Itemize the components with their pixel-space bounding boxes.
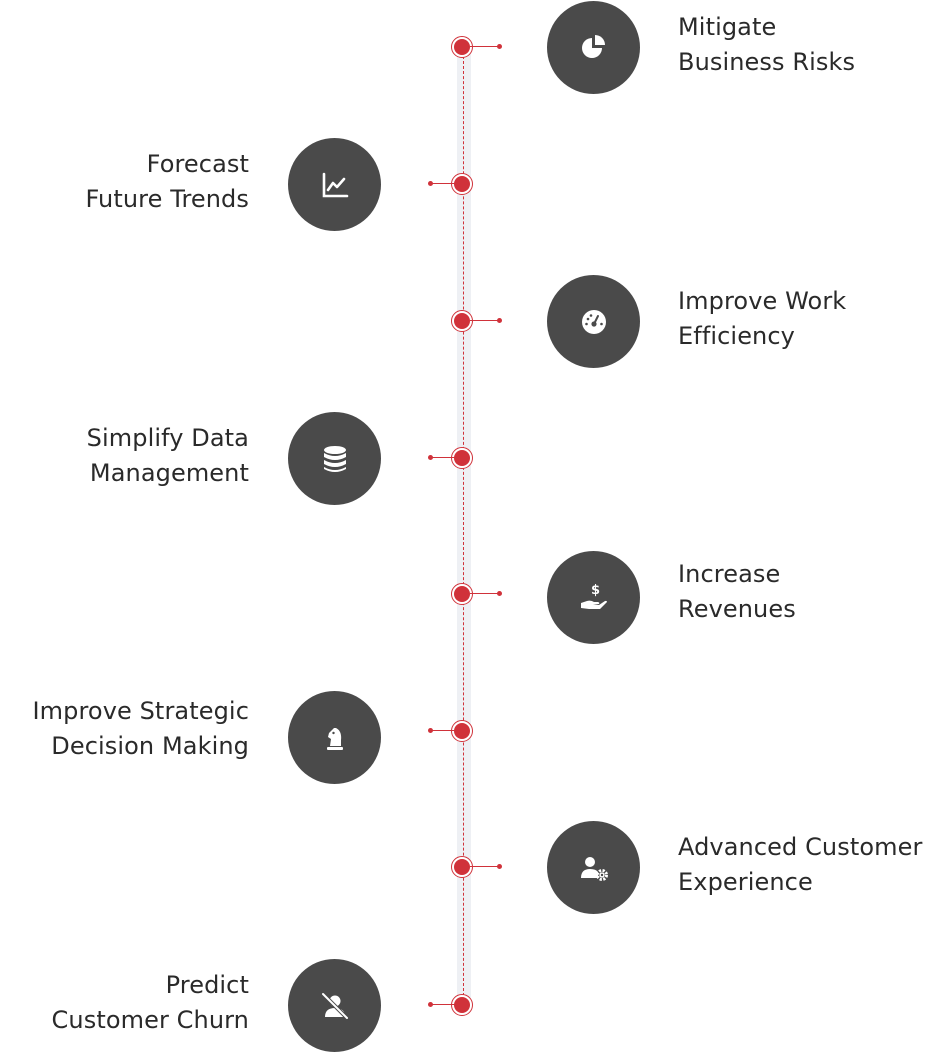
timeline-connector bbox=[470, 591, 502, 596]
chess-knight-icon-badge bbox=[288, 691, 381, 784]
label-line-1: Forecast bbox=[146, 150, 249, 178]
line-chart-icon-badge bbox=[288, 138, 381, 231]
timeline-node bbox=[451, 720, 473, 742]
database-icon bbox=[323, 445, 346, 472]
timeline-label: Advanced Customer Experience bbox=[678, 830, 922, 900]
label-line-2: Customer Churn bbox=[51, 1006, 249, 1034]
timeline-item-forecast-trends: Forecast Future Trends bbox=[0, 135, 949, 235]
timeline-item-data-management: Simplify Data Management bbox=[0, 409, 949, 509]
label-line-2: Experience bbox=[678, 868, 813, 896]
timeline-node bbox=[451, 36, 473, 58]
timeline-node bbox=[451, 310, 473, 332]
label-line-1: Predict bbox=[165, 971, 249, 999]
timeline-spine bbox=[457, 46, 471, 1006]
speedometer-icon-badge bbox=[547, 275, 640, 368]
label-line-1: Mitigate bbox=[678, 13, 777, 41]
label-line-2: Revenues bbox=[678, 595, 796, 623]
timeline-label: Mitigate Business Risks bbox=[678, 10, 855, 80]
timeline-dashed-line bbox=[463, 46, 464, 1006]
pie-chart-icon-badge bbox=[547, 1, 640, 94]
timeline-label: Predict Customer Churn bbox=[52, 968, 249, 1038]
timeline-item-customer-experience: Advanced Customer Experience bbox=[0, 818, 949, 918]
timeline-node bbox=[451, 994, 473, 1016]
money-hand-icon: $ bbox=[580, 583, 607, 609]
timeline-label: Increase Revenues bbox=[678, 557, 796, 627]
timeline-connector bbox=[470, 318, 502, 323]
user-slash-icon-badge bbox=[288, 959, 381, 1052]
label-line-1: Improve Strategic bbox=[32, 697, 249, 725]
label-line-1: Advanced Customer bbox=[678, 833, 923, 861]
timeline-node bbox=[451, 447, 473, 469]
timeline-label: Improve Work Efficiency bbox=[678, 284, 846, 354]
timeline-node bbox=[451, 856, 473, 878]
label-line-2: Management bbox=[89, 459, 249, 487]
timeline-item-mitigate-risks: Mitigate Business Risks bbox=[0, 0, 949, 98]
label-line-2: Decision Making bbox=[51, 732, 249, 760]
timeline-connector bbox=[470, 864, 502, 869]
timeline-item-increase-revenues: $ Increase Revenues bbox=[0, 545, 949, 645]
timeline-connector bbox=[428, 455, 460, 460]
line-chart-icon bbox=[322, 172, 348, 197]
user-gear-icon-badge bbox=[547, 821, 640, 914]
label-line-2: Efficiency bbox=[678, 322, 795, 350]
label-line-1: Simplify Data bbox=[86, 424, 249, 452]
label-line-1: Improve Work bbox=[678, 287, 847, 315]
timeline-item-work-efficiency: Improve Work Efficiency bbox=[0, 272, 949, 372]
timeline-item-predict-churn: Predict Customer Churn bbox=[0, 956, 949, 1056]
pie-chart-icon bbox=[581, 34, 605, 58]
user-gear-icon bbox=[580, 856, 608, 881]
timeline-node bbox=[451, 173, 473, 195]
label-line-1: Increase bbox=[678, 560, 781, 588]
label-line-2: Business Risks bbox=[678, 48, 856, 76]
svg-text:$: $ bbox=[591, 583, 600, 598]
timeline-connector bbox=[428, 181, 460, 186]
chess-knight-icon bbox=[326, 727, 343, 750]
money-hand-icon-badge: $ bbox=[547, 551, 640, 644]
timeline-node bbox=[451, 583, 473, 605]
speedometer-icon bbox=[581, 309, 606, 334]
timeline-connector bbox=[428, 728, 460, 733]
database-icon-badge bbox=[288, 412, 381, 505]
timeline-connector bbox=[470, 44, 502, 49]
timeline-label: Forecast Future Trends bbox=[85, 147, 249, 217]
user-slash-icon bbox=[320, 991, 349, 1020]
label-line-2: Future Trends bbox=[85, 185, 249, 213]
timeline-label: Simplify Data Management bbox=[87, 421, 249, 491]
timeline-item-strategic-decisions: Improve Strategic Decision Making bbox=[0, 682, 949, 784]
timeline-label: Improve Strategic Decision Making bbox=[32, 694, 249, 764]
timeline-connector bbox=[428, 1002, 460, 1007]
